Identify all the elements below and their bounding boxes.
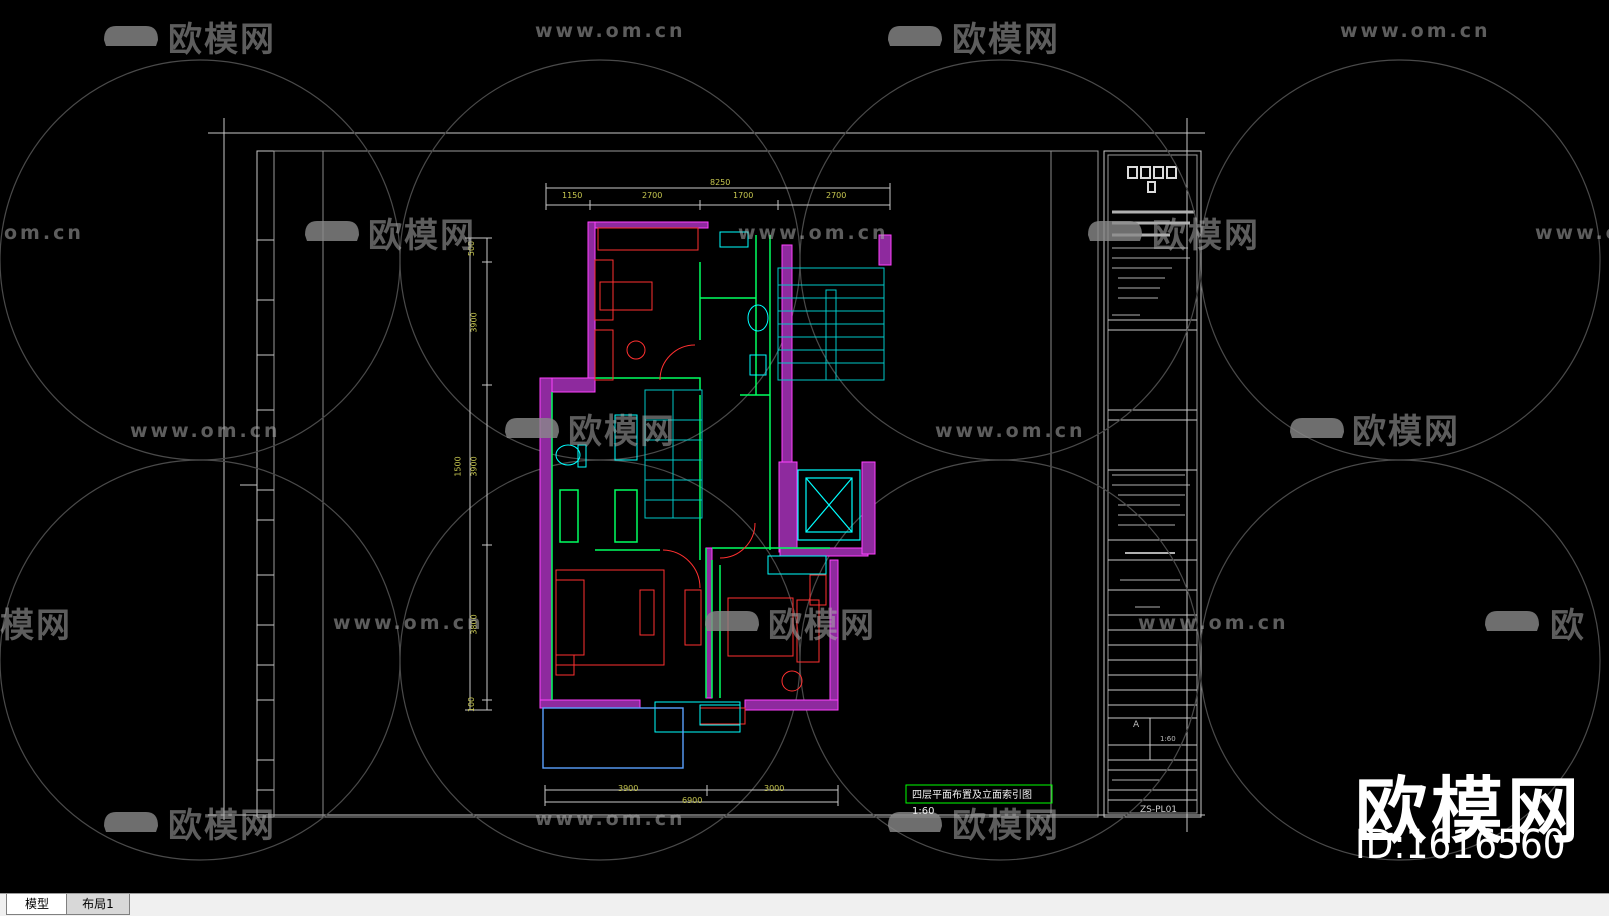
- layout-tab-bar: 模型 布局1: [0, 893, 1609, 916]
- dim-left-seg-1: 500: [467, 240, 477, 257]
- dim-left-seg-4: 3800: [469, 614, 479, 635]
- sheet-frame: [208, 118, 1205, 832]
- dim-top-total: 8250: [710, 178, 731, 187]
- drawing-svg: [0, 26, 1601, 861]
- balcony: [542, 707, 684, 769]
- dim-top-seg-1: 1150: [562, 191, 583, 200]
- dim-left-total: 1500: [453, 456, 463, 477]
- fixtures: [555, 231, 827, 733]
- dim-bottom-seg-1: 3900: [618, 784, 639, 793]
- sheet-number: ZS-PL01: [1140, 805, 1178, 815]
- tab-model[interactable]: 模型: [6, 894, 68, 915]
- dim-top-seg-2: 2700: [642, 191, 663, 200]
- dim-top-seg-3: 1700: [733, 191, 754, 200]
- tab-layout1[interactable]: 布局1: [66, 894, 130, 915]
- dim-left-seg-5: 100: [467, 696, 477, 713]
- title-block: [1103, 150, 1202, 818]
- watermark-logos: [104, 26, 1539, 832]
- brand-overlay-id: ID:1616560: [1355, 822, 1566, 868]
- elevator: [797, 469, 861, 541]
- drawing-title-box: [905, 784, 1053, 804]
- title-block-text-lines: [1112, 210, 1195, 781]
- dim-left-seg-3: 3900: [469, 456, 479, 477]
- dim-top-seg-4: 2700: [826, 191, 847, 200]
- dimension-lines: [465, 183, 891, 806]
- walls: [539, 221, 892, 711]
- firm-logo: [1127, 166, 1177, 193]
- cad-canvas[interactable]: 8250 1150 2700 1700 2700 3900 3000 6900 …: [0, 0, 1609, 893]
- drawing-title: 四层平面布置及立面索引图 1:60: [912, 790, 1032, 817]
- title-block-scale: 1:60: [1160, 735, 1176, 743]
- title-block-rev: A: [1133, 720, 1140, 730]
- dim-bottom-total: 6900: [682, 796, 703, 805]
- watermark-arcs: [0, 59, 1601, 861]
- stair: [644, 267, 885, 519]
- dim-bottom-seg-2: 3000: [764, 784, 785, 793]
- dim-left-seg-2: 3900: [469, 312, 479, 333]
- brand-overlay-name: 欧模网: [1355, 769, 1584, 853]
